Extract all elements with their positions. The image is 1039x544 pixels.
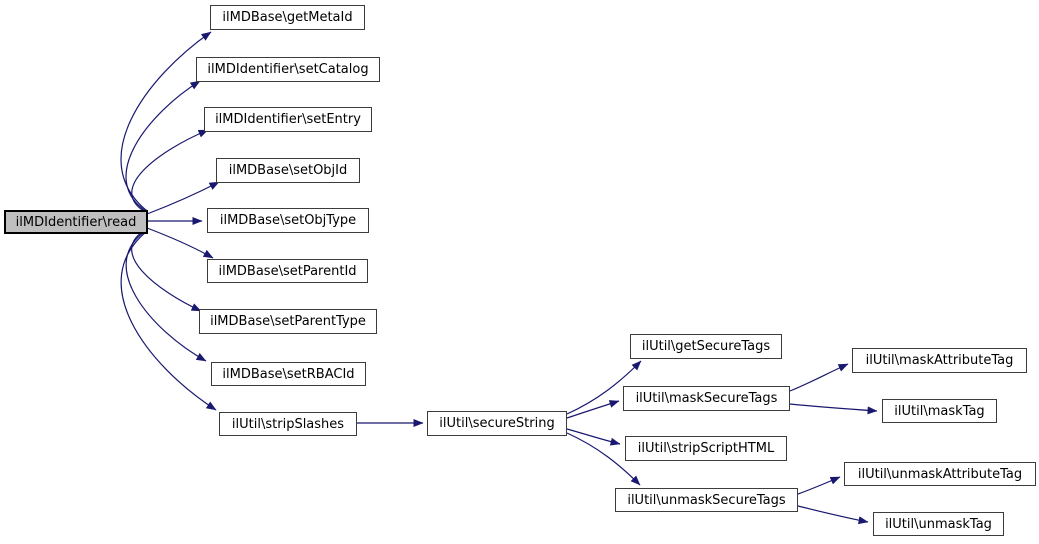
node-get-meta-id[interactable]: ilMDBase\getMetaId — [210, 5, 365, 30]
edge-read-set-catalog — [125, 80, 201, 213]
edge-read-set-entry — [131, 129, 209, 214]
node-set-parent-type[interactable]: ilMDBase\setParentType — [199, 309, 377, 334]
edge-secure-string-mask-secure-tags — [566, 400, 620, 419]
node-strip-slashes[interactable]: ilUtil\stripSlashes — [219, 412, 357, 436]
node-strip-script-html[interactable]: ilUtil\stripScriptHTML — [625, 436, 787, 461]
edge-read-set-obj-id — [146, 181, 220, 215]
node-unmask-tag[interactable]: ilUtil\unmaskTag — [873, 512, 1004, 536]
node-set-rbac-id[interactable]: ilMDBase\setRBACId — [211, 362, 366, 386]
edge-read-get-meta-id — [120, 31, 212, 212]
edge-secure-string-strip-script-html — [566, 428, 621, 446]
node-read: ilMDIdentifier\read — [4, 210, 148, 234]
node-unmask-secure-tags[interactable]: ilUtil\unmaskSecureTags — [615, 488, 798, 512]
edge-secure-string-unmask-secure-tags — [566, 432, 641, 486]
edge-read-strip-slashes — [120, 230, 217, 411]
edge-secure-string-get-secure-tags — [566, 360, 642, 415]
node-get-secure-tags[interactable]: ilUtil\getSecureTags — [630, 334, 782, 359]
node-set-parent-id[interactable]: ilMDBase\setParentId — [207, 259, 368, 283]
node-set-obj-type[interactable]: ilMDBase\setObjType — [207, 208, 369, 233]
node-set-entry[interactable]: ilMDIdentifier\setEntry — [204, 107, 372, 132]
edge-read-set-parent-id — [146, 227, 214, 259]
edge-mask-secure-tags-mask-attribute-tag — [789, 363, 849, 392]
edge-read-set-rbac-id — [125, 229, 207, 362]
node-mask-secure-tags[interactable]: ilUtil\maskSecureTags — [623, 386, 790, 411]
node-mask-attribute-tag[interactable]: ilUtil\maskAttributeTag — [852, 348, 1027, 373]
edge-read-set-parent-type — [131, 228, 202, 312]
node-unmask-attribute-tag[interactable]: ilUtil\unmaskAttributeTag — [844, 462, 1036, 486]
node-mask-tag[interactable]: ilUtil\maskTag — [882, 399, 997, 423]
node-secure-string[interactable]: ilUtil\secureString — [427, 411, 567, 436]
edge-unmask-secure-tags-unmask-tag — [797, 505, 869, 525]
edge-mask-secure-tags-mask-tag — [789, 403, 878, 415]
node-set-catalog[interactable]: ilMDIdentifier\setCatalog — [196, 57, 380, 82]
edge-unmask-secure-tags-unmask-attribute-tag — [797, 476, 841, 495]
node-set-obj-id[interactable]: ilMDBase\setObjId — [216, 158, 360, 183]
